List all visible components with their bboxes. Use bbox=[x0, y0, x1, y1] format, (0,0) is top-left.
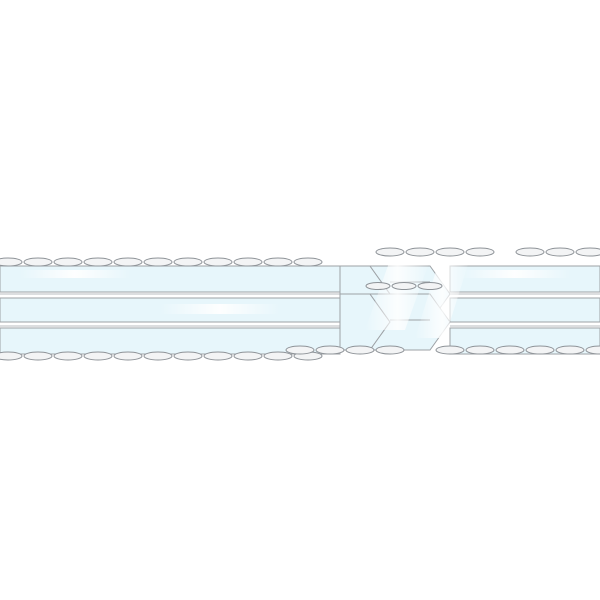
bead-23 bbox=[405, 247, 435, 257]
bead-36 bbox=[525, 345, 555, 355]
bead-33 bbox=[435, 345, 465, 355]
bead-35 bbox=[495, 345, 525, 355]
bead-25 bbox=[465, 247, 495, 257]
bead-22 bbox=[375, 247, 405, 257]
bead-3 bbox=[23, 351, 53, 361]
bead-6 bbox=[83, 257, 113, 267]
bead-4 bbox=[53, 257, 83, 267]
bead-27 bbox=[545, 247, 575, 257]
bead-28 bbox=[575, 247, 600, 257]
bead-24 bbox=[435, 247, 465, 257]
bead-37 bbox=[555, 345, 585, 355]
bead-18 bbox=[263, 257, 293, 267]
bead-40 bbox=[391, 282, 417, 290]
bead-16 bbox=[233, 257, 263, 267]
bead-19 bbox=[263, 351, 293, 361]
right-pipe-segment bbox=[449, 265, 600, 355]
bead-39 bbox=[365, 282, 391, 290]
middle-bead-row bbox=[365, 282, 443, 290]
bead-29 bbox=[285, 345, 315, 355]
bead-41 bbox=[417, 282, 443, 290]
bead-30 bbox=[315, 345, 345, 355]
bead-26 bbox=[515, 247, 545, 257]
bead-31 bbox=[345, 345, 375, 355]
bottom-bead-row bbox=[0, 345, 600, 361]
bead-0 bbox=[0, 257, 23, 267]
bead-8 bbox=[113, 257, 143, 267]
bead-5 bbox=[53, 351, 83, 361]
bead-2 bbox=[23, 257, 53, 267]
bead-15 bbox=[203, 351, 233, 361]
bead-38 bbox=[585, 345, 600, 355]
pipe-highlights bbox=[20, 258, 570, 338]
bead-7 bbox=[83, 351, 113, 361]
bead-20 bbox=[293, 257, 323, 267]
bead-1 bbox=[0, 351, 23, 361]
bead-11 bbox=[143, 351, 173, 361]
bead-14 bbox=[203, 257, 233, 267]
bead-34 bbox=[465, 345, 495, 355]
bead-32 bbox=[375, 345, 405, 355]
top-bead-row bbox=[0, 247, 600, 267]
bead-9 bbox=[113, 351, 143, 361]
bead-17 bbox=[233, 351, 263, 361]
left-pipe-segment bbox=[0, 265, 341, 355]
bead-13 bbox=[173, 351, 203, 361]
bead-12 bbox=[173, 257, 203, 267]
bead-10 bbox=[143, 257, 173, 267]
